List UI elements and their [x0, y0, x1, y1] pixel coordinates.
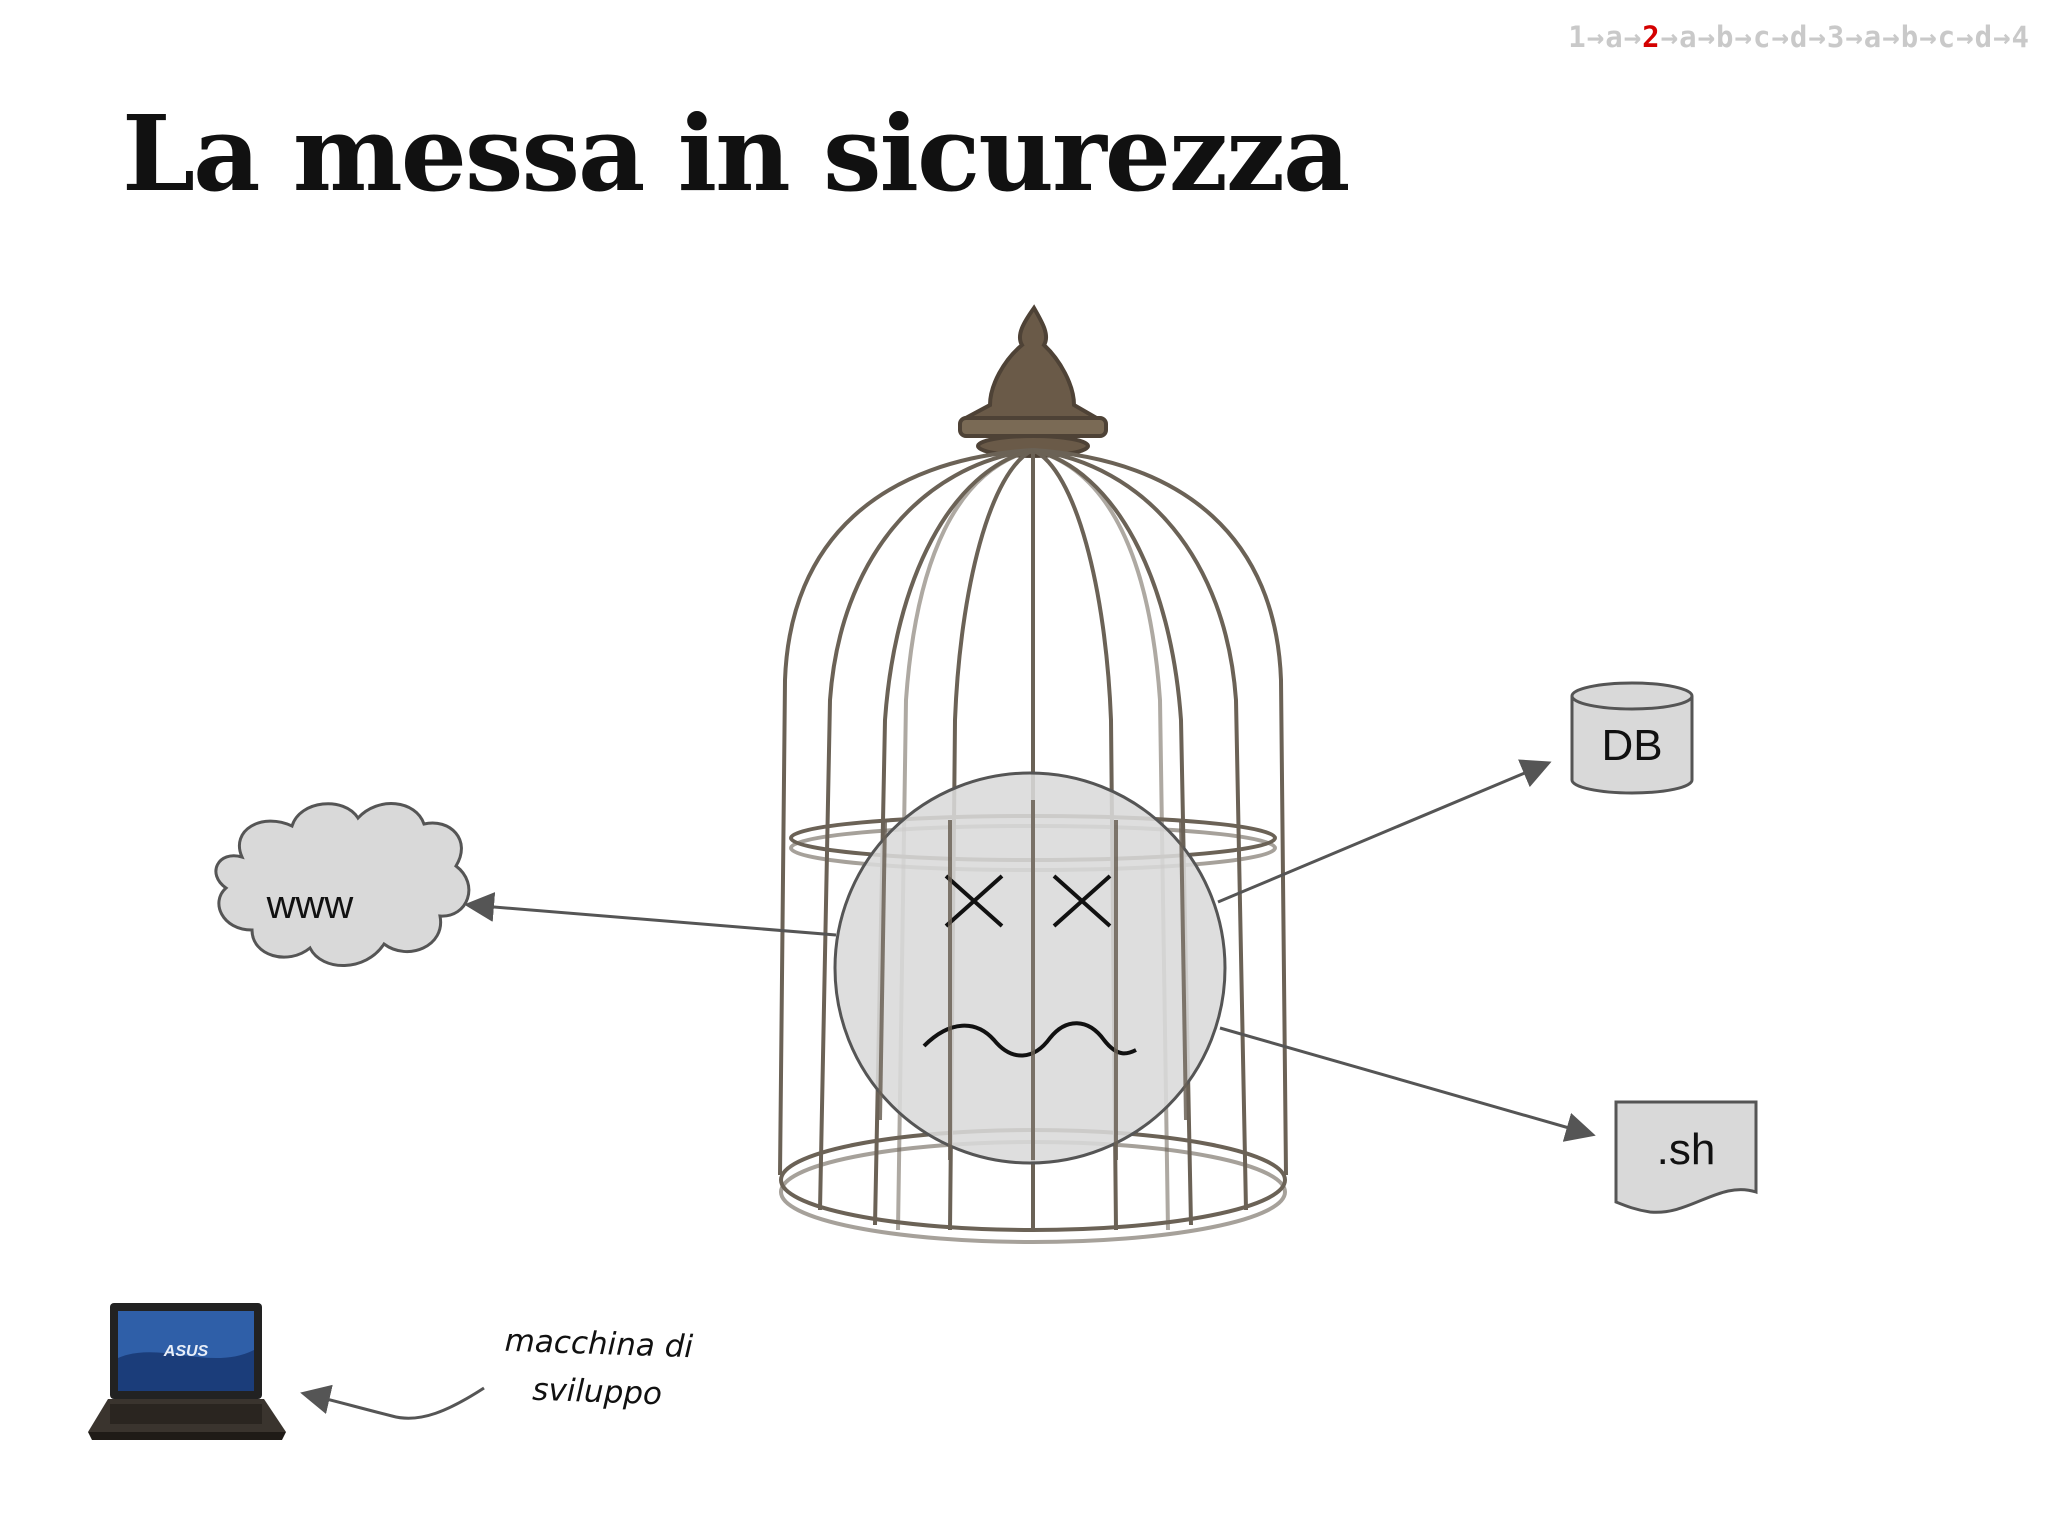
breadcrumb-separator: →	[1586, 20, 1606, 54]
breadcrumb-step: d	[1974, 20, 1994, 54]
birdcage	[778, 304, 1288, 1244]
note-arrow	[300, 1384, 485, 1420]
db-cylinder: DB	[1570, 681, 1694, 795]
wavy-mouth	[922, 1021, 1137, 1058]
breadcrumb-step: 1	[1568, 20, 1587, 54]
x-eye-right	[1052, 874, 1112, 928]
breadcrumb-step: b	[1716, 20, 1735, 54]
arrow-to-www	[464, 892, 837, 937]
sh-document: .sh	[1614, 1100, 1758, 1214]
breadcrumb-step: a	[1679, 20, 1698, 54]
arrow-to-db	[1217, 759, 1552, 904]
x-eye-left	[944, 874, 1004, 928]
www-label: www	[266, 883, 354, 927]
breadcrumb-step: b	[1900, 20, 1920, 54]
breadcrumb-step: c	[1937, 20, 1957, 54]
breadcrumb-separator: →	[1882, 20, 1901, 54]
note-line-2: sviluppo	[531, 1371, 663, 1413]
breadcrumb-step: 2	[1642, 20, 1661, 54]
dev-machine-note: macchina di sviluppo	[476, 1316, 719, 1420]
breadcrumb-step: c	[1752, 20, 1772, 54]
cage-finial-base	[958, 416, 1108, 438]
arrow-to-sh	[1219, 1026, 1596, 1142]
breadcrumb-separator: →	[1808, 20, 1827, 54]
breadcrumb-separator: →	[1771, 20, 1790, 54]
sh-label: .sh	[1657, 1125, 1716, 1174]
breadcrumb-separator: →	[1919, 20, 1938, 54]
breadcrumb-step: a	[1605, 20, 1624, 54]
breadcrumb-step: 4	[2011, 20, 2030, 54]
breadcrumb: 1→a→2→a→b→c→d→3→a→b→c→d→4	[1568, 20, 2030, 54]
laptop-image: ASUS	[88, 1303, 286, 1440]
breadcrumb-separator: →	[1993, 20, 2012, 54]
laptop-logo: ASUS	[163, 1343, 209, 1360]
breadcrumb-separator: →	[1845, 20, 1864, 54]
www-cloud: www	[214, 802, 471, 967]
page-title: La messa in sicurezza	[122, 92, 1350, 215]
breadcrumb-step: 3	[1826, 20, 1846, 54]
breadcrumb-separator: →	[1956, 20, 1975, 54]
breadcrumb-step: a	[1863, 20, 1883, 54]
breadcrumb-separator: →	[1623, 20, 1643, 54]
breadcrumb-separator: →	[1697, 20, 1717, 54]
db-label: DB	[1601, 721, 1662, 770]
note-line-1: macchina di	[504, 1322, 694, 1366]
arrows	[464, 759, 1596, 1142]
cage-finial	[961, 304, 1108, 422]
breadcrumb-step: d	[1789, 20, 1809, 54]
sad-face	[833, 771, 1227, 1165]
breadcrumb-separator: →	[1660, 20, 1680, 54]
breadcrumb-separator: →	[1734, 20, 1753, 54]
